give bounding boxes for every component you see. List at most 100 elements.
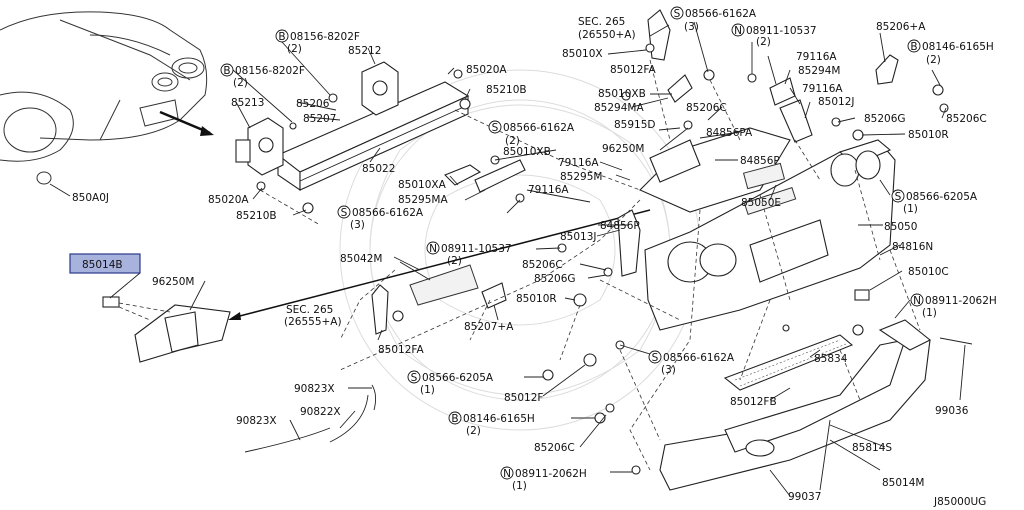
label-85834[interactable]: 85834	[814, 353, 848, 365]
label-08566-6162a-top[interactable]: 08566-6162A	[685, 8, 757, 20]
diagram-id: J85000UG	[933, 496, 986, 508]
label-08911-mid-qty: (2)	[447, 255, 462, 267]
label-85294ma[interactable]: 85294MA	[594, 102, 644, 114]
label-85915d[interactable]: 85915D	[614, 119, 656, 131]
label-08911-2062h-r[interactable]: 08911-2062H	[925, 295, 997, 307]
label-85010r-1[interactable]: 85010R	[908, 129, 949, 141]
label-sec265-mid[interactable]: SEC. 265	[286, 304, 333, 316]
label-sec265-top-sub: (26550+A)	[578, 29, 636, 41]
label-85206c-2[interactable]: 85206C	[946, 113, 987, 125]
label-96250m-2[interactable]: 96250M	[152, 276, 194, 288]
label-85206[interactable]: 85206	[296, 98, 330, 110]
label-85010xb-2[interactable]: 85010XB	[503, 146, 551, 158]
label-08911-10537-top[interactable]: 08911-10537	[746, 25, 817, 37]
label-sec265-mid-sub: (26555+A)	[284, 316, 342, 328]
label-85010xb-1[interactable]: 85010XB	[598, 88, 646, 100]
label-85013j[interactable]: 85013J	[560, 231, 597, 243]
label-85012fa-mid[interactable]: 85012FA	[378, 344, 424, 356]
label-85012f[interactable]: 85012F	[504, 392, 543, 404]
label-08911-2062h-r-qty: (1)	[922, 307, 937, 319]
svg-text:S: S	[341, 207, 348, 219]
label-85010c[interactable]: 85010C	[908, 266, 949, 278]
vehicle-rear-outline	[0, 11, 208, 197]
label-08566-top-qty: (3)	[684, 21, 699, 33]
label-85212[interactable]: 85212	[348, 45, 381, 57]
label-85814s[interactable]: 85814S	[852, 442, 892, 454]
label-85020a-2[interactable]: 85020A	[208, 194, 249, 206]
label-08146-low-qty: (2)	[466, 425, 481, 437]
label-08146-6165h-low[interactable]: 08146-6165H	[463, 413, 535, 425]
label-90823x-1[interactable]: 90823X	[294, 383, 335, 395]
label-85042m[interactable]: 85042M	[340, 253, 382, 265]
label-85012fb[interactable]: 85012FB	[730, 396, 777, 408]
lower-fasteners	[542, 289, 870, 475]
label-84816n[interactable]: 84816N	[892, 241, 933, 253]
label-85206a[interactable]: 85206+A	[876, 21, 926, 33]
label-85014b-highlighted[interactable]: 85014B	[82, 259, 123, 271]
label-85206c-3[interactable]: 85206C	[522, 259, 563, 271]
label-85294m[interactable]: 85294M	[798, 65, 840, 77]
label-08566-6162a-low[interactable]: 08566-6162A	[663, 352, 735, 364]
label-85010r-2[interactable]: 85010R	[516, 293, 557, 305]
label-85210b-2[interactable]: 85210B	[236, 210, 277, 222]
label-85206c-4[interactable]: 85206C	[534, 442, 575, 454]
label-08566-6205a-r-qty: (1)	[903, 203, 918, 215]
bumper-stay-85213	[235, 117, 284, 176]
label-08566-6162a-mid2[interactable]: 08566-6162A	[352, 207, 424, 219]
label-84856pa[interactable]: 84856PA	[706, 127, 753, 139]
lower-bracket-96250m	[102, 296, 231, 363]
label-85012fa-top[interactable]: 85012FA	[610, 64, 656, 76]
label-85206g-2[interactable]: 85206G	[534, 273, 576, 285]
label-85207[interactable]: 85207	[303, 113, 336, 125]
label-99037[interactable]: 99037	[788, 491, 821, 503]
label-08146-tr-qty: (2)	[926, 54, 941, 66]
label-90822x[interactable]: 90822X	[300, 406, 341, 418]
label-79116a-1[interactable]: 79116A	[796, 51, 837, 63]
label-85213[interactable]: 85213	[231, 97, 264, 109]
label-85010x[interactable]: 85010X	[562, 48, 603, 60]
label-08911-2062h-low[interactable]: 08911-2062H	[515, 468, 587, 480]
side-bracket-85010xa	[444, 155, 526, 203]
label-79116a-3[interactable]: 79116A	[558, 157, 599, 169]
label-90823x-2[interactable]: 90823X	[236, 415, 277, 427]
label-08566-6205a-r[interactable]: 08566-6205A	[906, 191, 978, 203]
label-85050e[interactable]: 85050E	[741, 197, 781, 209]
label-08911-2062h-low-qty: (1)	[512, 480, 527, 492]
label-08156-8202f-1[interactable]: 08156-8202F	[290, 31, 360, 43]
label-96250m-1[interactable]: 96250M	[602, 143, 644, 155]
svg-text:S: S	[411, 372, 418, 384]
label-85014m[interactable]: 85014M	[882, 477, 924, 489]
label-85210b-1[interactable]: 85210B	[486, 84, 527, 96]
label-99036[interactable]: 99036	[935, 405, 969, 417]
label-79116a-4[interactable]: 79116A	[528, 184, 569, 196]
svg-text:N: N	[429, 243, 437, 255]
label-850a0j[interactable]: 850A0J	[72, 192, 109, 204]
label-08146-6165h-tr[interactable]: 08146-6165H	[922, 41, 994, 53]
label-08566-6205a-low[interactable]: 08566-6205A	[422, 372, 494, 384]
label-08566-6205a-low-qty: (1)	[420, 384, 435, 396]
label-85206g-1[interactable]: 85206G	[864, 113, 906, 125]
label-08156-8202f-2[interactable]: 08156-8202F	[235, 65, 305, 77]
label-85020a-1[interactable]: 85020A	[466, 64, 507, 76]
label-85207a[interactable]: 85207+A	[464, 321, 514, 333]
label-08566-6162a-mid[interactable]: 08566-6162A	[503, 122, 575, 134]
svg-text:N: N	[503, 468, 511, 480]
label-85295m[interactable]: 85295M	[560, 171, 602, 183]
label-84856p-1[interactable]: 84856P	[740, 155, 780, 167]
label-85022[interactable]: 85022	[362, 163, 395, 175]
label-sec265-top[interactable]: SEC. 265	[578, 16, 625, 28]
label-79116a-2[interactable]: 79116A	[802, 83, 843, 95]
highlight-box-85014b[interactable]	[69, 253, 141, 274]
label-08911-10537-mid[interactable]: 08911-10537	[441, 243, 512, 255]
label-85010xa[interactable]: 85010XA	[398, 179, 447, 191]
label-85295ma[interactable]: 85295MA	[398, 194, 448, 206]
label-85050[interactable]: 85050	[884, 221, 917, 233]
svg-text:B: B	[910, 41, 917, 53]
label-85012j[interactable]: 85012J	[818, 96, 855, 108]
label-84856p-2[interactable]: 84856P	[600, 220, 640, 232]
bumper-stay-85212	[361, 61, 399, 116]
fastener-type-markers: B B B B N N N N S S S S S S	[220, 6, 924, 480]
rear-reinforcement-beam-85022	[276, 81, 470, 192]
label-85206c-1[interactable]: 85206C	[686, 102, 727, 114]
